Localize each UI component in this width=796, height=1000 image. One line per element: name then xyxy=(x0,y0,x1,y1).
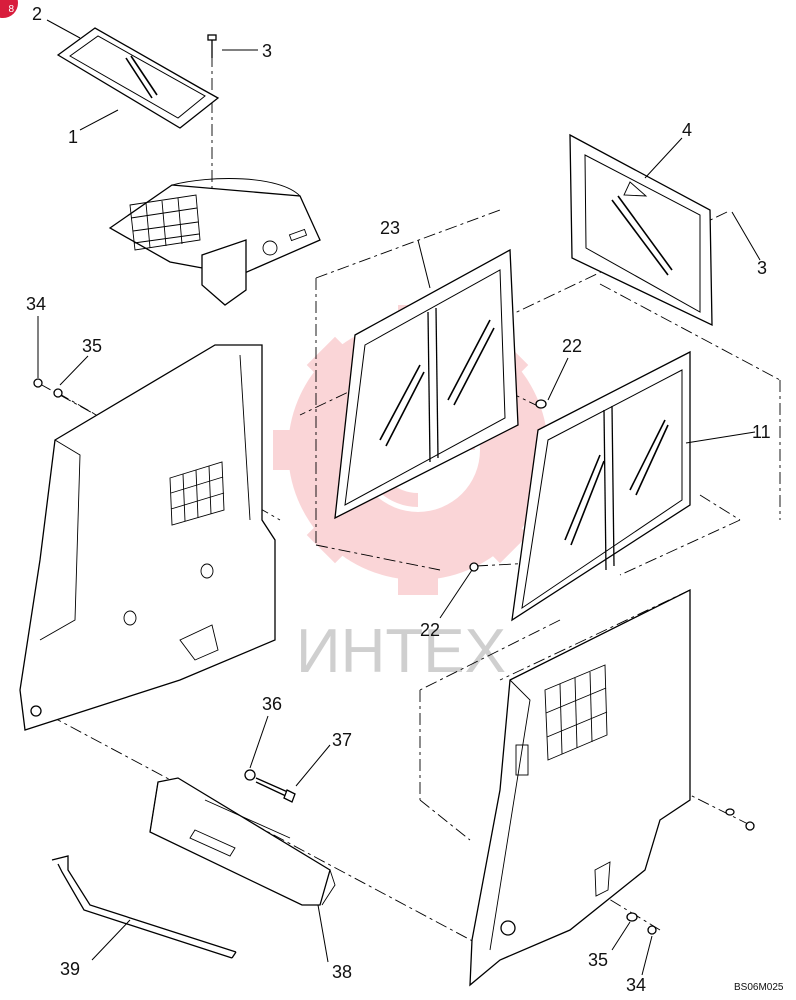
callout-11: 11 xyxy=(752,422,771,442)
bolt-22-top xyxy=(535,399,547,409)
page-badge: 8 xyxy=(0,0,18,18)
roof-window-assembly xyxy=(56,27,220,129)
callout-3-top: 3 xyxy=(262,41,272,61)
leader-lines xyxy=(37,19,761,976)
right-side-panel xyxy=(469,588,691,987)
washer-36 xyxy=(244,769,256,781)
page-badge-label: 8 xyxy=(8,4,14,15)
fasteners-34-35-left xyxy=(33,378,63,398)
callout-2: 2 xyxy=(32,4,42,24)
rear-window-4 xyxy=(569,133,713,327)
callout-38: 38 xyxy=(332,962,352,982)
fasteners-34-35-right xyxy=(626,912,657,935)
callout-34-left: 34 xyxy=(26,294,46,314)
bar-39 xyxy=(51,855,237,959)
callout-39: 39 xyxy=(60,959,80,979)
roof-panel xyxy=(108,178,321,306)
callout-34-right: 34 xyxy=(626,975,646,995)
callout-35-right: 35 xyxy=(588,950,608,970)
roof-grille xyxy=(129,194,201,251)
drawing-reference-code: BS06M025 xyxy=(734,982,784,993)
callout-1: 1 xyxy=(68,127,78,147)
side-window-11 xyxy=(511,350,691,622)
bolt-37 xyxy=(255,777,296,803)
callout-22-top: 22 xyxy=(562,336,582,356)
right-panel-grille xyxy=(544,664,608,761)
callout-3-right: 3 xyxy=(757,258,767,278)
callout-35-left: 35 xyxy=(82,336,102,356)
watermark-text: ИНТЕХ xyxy=(296,617,506,686)
bolt-22-bottom xyxy=(469,562,479,572)
callout-labels: 2 1 3 4 3 23 22 11 22 34 35 36 37 39 38 … xyxy=(26,4,771,995)
left-panel-grille xyxy=(169,461,225,526)
left-side-panel xyxy=(19,344,276,731)
front-plate-38 xyxy=(149,777,336,906)
callout-37: 37 xyxy=(332,730,352,750)
callout-36: 36 xyxy=(262,694,282,714)
side-window-23 xyxy=(334,248,519,520)
screw-3-top xyxy=(207,34,217,58)
callout-23: 23 xyxy=(380,218,400,238)
callout-22-bottom: 22 xyxy=(420,620,440,640)
callout-4: 4 xyxy=(682,120,692,140)
fasteners-right-upper xyxy=(725,808,755,831)
